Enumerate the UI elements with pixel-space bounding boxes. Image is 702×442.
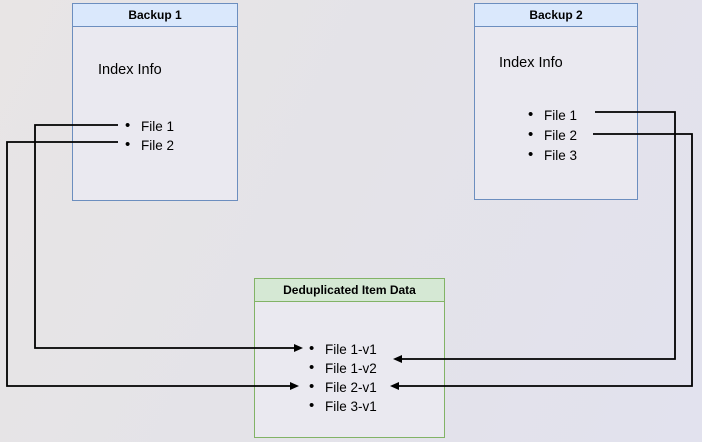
backup1-file-list: File 1 File 2	[125, 116, 174, 155]
list-item: File 3	[528, 145, 577, 166]
dedup-title: Deduplicated Item Data	[255, 279, 444, 302]
list-item: File 1	[528, 105, 577, 126]
list-item: File 3-v1	[309, 396, 377, 416]
dedup-node: Deduplicated Item Data File 1-v1 File 1-…	[254, 278, 445, 438]
backup1-title: Backup 1	[73, 4, 237, 27]
dedup-file-list: File 1-v1 File 1-v2 File 2-v1 File 3-v1	[309, 339, 377, 416]
list-item: File 1-v1	[309, 339, 377, 359]
backup2-node: Backup 2 Index Info File 1 File 2 File 3	[474, 3, 638, 200]
backup2-file-list: File 1 File 2 File 3	[528, 105, 577, 166]
backup1-node: Backup 1 Index Info File 1 File 2	[72, 3, 238, 201]
backup2-subtitle: Index Info	[499, 55, 563, 71]
list-item: File 1	[125, 116, 174, 136]
list-item: File 2-v1	[309, 377, 377, 397]
backup2-title: Backup 2	[475, 4, 637, 27]
list-item: File 1-v2	[309, 358, 377, 378]
list-item: File 2	[125, 135, 174, 155]
list-item: File 2	[528, 125, 577, 146]
backup1-subtitle: Index Info	[98, 62, 162, 78]
